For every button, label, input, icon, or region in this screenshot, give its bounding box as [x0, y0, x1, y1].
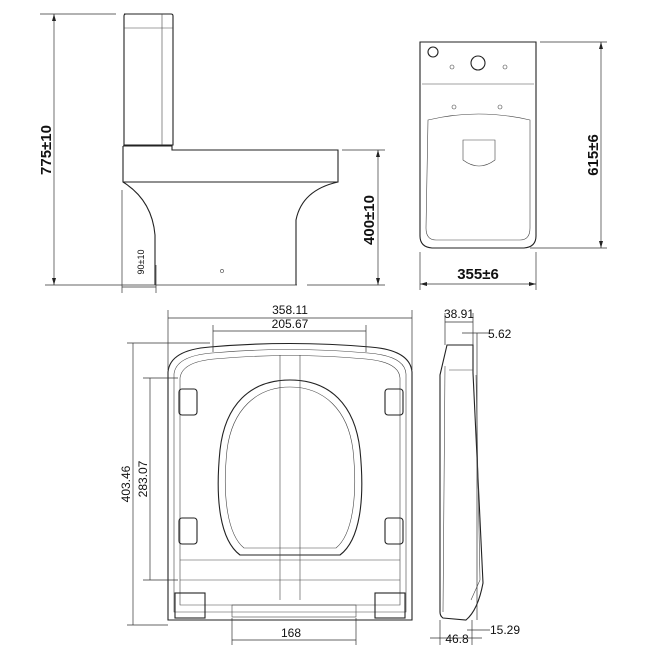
hinge-slot-icon: [384, 517, 404, 545]
seat-side-outline: [439, 344, 484, 621]
toilet-top: [419, 41, 537, 249]
offset-bottom-label: 15.29: [490, 623, 520, 637]
seat-height-label: 400±10: [361, 195, 378, 245]
depth-label: 615±6: [585, 134, 602, 176]
thickness-top-label: 38.91: [444, 307, 474, 321]
seat-front-view: 358.11 205.67 403.46 283.07 168: [119, 303, 413, 645]
side-view: 775±10 400±10 90±10: [38, 13, 385, 293]
hinge-slot-icon: [178, 388, 198, 416]
seat-width-outer-label: 358.11: [272, 303, 308, 317]
top-view: 615±6 355±6: [419, 41, 607, 290]
width-label: 355±6: [457, 266, 499, 283]
hinge-block: [374, 592, 406, 619]
bowl-side: [122, 145, 339, 285]
hinge-block: [174, 592, 206, 619]
hinge-slot-icon: [178, 517, 198, 545]
hinge-slot-icon: [384, 388, 404, 416]
seat-outline: [167, 342, 413, 621]
offset-top-label: 5.62: [488, 327, 512, 341]
height-total-label: 775±10: [38, 125, 55, 175]
thickness-bottom-label: 46.8: [445, 632, 469, 646]
seat-lid-oval: [217, 379, 363, 556]
seat-length-label: 403.46: [119, 465, 133, 502]
hinge-width-label: 168: [281, 626, 301, 640]
hinge-spacing-label: 283.07: [136, 460, 150, 497]
seat-side-view: 38.91 5.62 46.8 15.29: [430, 307, 520, 646]
cistern-side: [123, 13, 174, 146]
outlet-label: 90±10: [136, 250, 146, 275]
seat-width-inner-label: 205.67: [272, 317, 309, 331]
